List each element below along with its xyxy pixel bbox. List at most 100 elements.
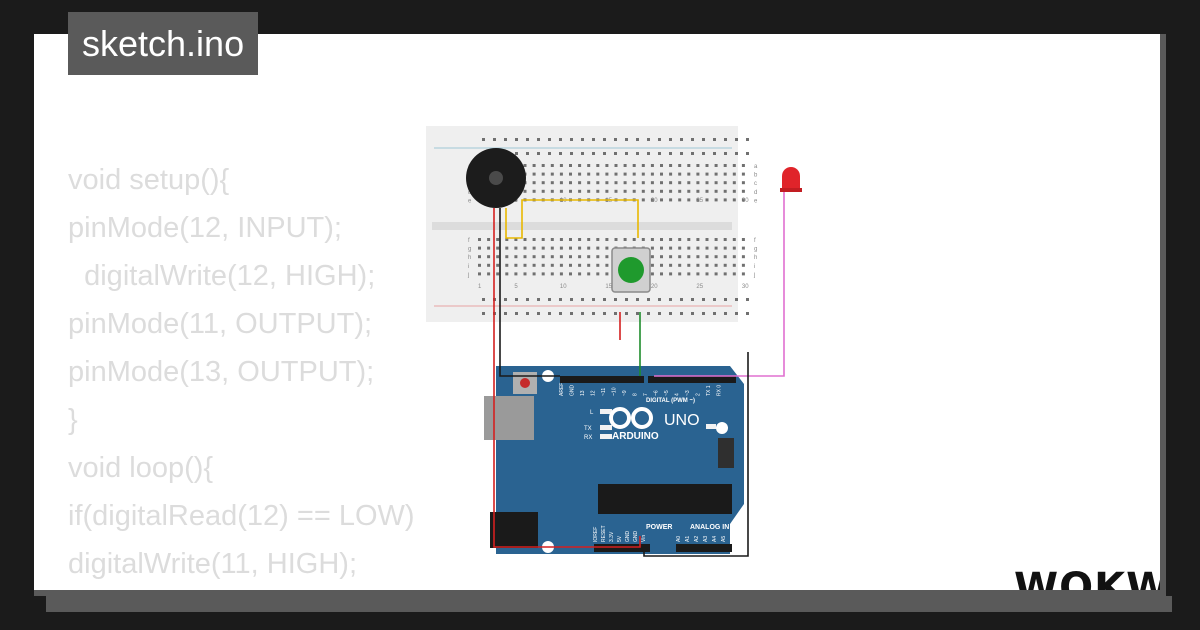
breadboard-hole [723,238,727,241]
breadboard-hole [605,272,609,276]
breadboard-hole [559,272,563,276]
breadboard-hole [578,181,582,185]
breadboard-hole [641,198,645,202]
breadboard-hole [658,312,661,315]
breadboard-hole [541,172,545,176]
breadboard-hole [559,181,563,185]
digital-pin-label: 12 [591,390,597,396]
push-button[interactable] [611,247,651,293]
breadboard-hole [723,263,727,267]
wokwi-logo: WOKWI [1014,565,1166,596]
digital-pin-label: ~11 [601,388,607,396]
row-letter: f [754,238,756,244]
column-number: 25 [696,284,703,290]
buzzer[interactable] [466,148,526,208]
breadboard-hole [614,164,618,167]
breadboard-hole [741,181,745,185]
breadboard-hole [541,164,545,167]
wokwi-logo-text: WOKWI [1014,565,1166,596]
breadboard-hole [569,164,572,167]
breadboard-hole [541,181,545,185]
breadboard-hole [723,272,727,276]
breadboard-hole [680,152,683,155]
breadboard-hole [687,181,691,185]
row-letter: h [468,255,471,261]
breadboard-hole [723,172,727,176]
breadboard-hole [614,238,618,241]
breadboard-hole [596,246,600,250]
power-pin-label: RESET [601,525,607,542]
breadboard-hole [647,312,650,315]
breadboard-hole [532,255,536,259]
red-led[interactable] [780,167,802,192]
microcontroller-chip [598,484,732,514]
code-line: void loop(){ [68,452,214,484]
breadboard-hole [559,189,563,193]
breadboard-hole [650,198,654,202]
breadboard-hole [669,164,673,167]
breadboard-hole [714,181,718,185]
led-body [782,167,800,190]
analog-pin-label: A3 [703,536,709,542]
breadboard-hole [713,312,716,315]
breadboard-hole [603,298,606,301]
breadboard-hole [660,189,663,193]
breadboard-hole [705,198,709,202]
breadboard-hole [541,263,545,267]
breadboard-hole [559,312,562,315]
breadboard-hole [526,152,529,155]
digital-pin-label: ~9 [622,390,628,396]
breadboard-hole [650,255,654,259]
breadboard-hole [605,172,609,176]
breadboard-hole [614,298,617,301]
digital-pin-label: RX 0 [717,385,723,396]
breadboard-hole [660,246,663,250]
board-brand: ARDUINO [612,431,659,442]
row-letter: g [754,247,757,253]
breadboard-hole [514,255,518,259]
breadboard-hole [696,198,700,202]
breadboard-hole [581,298,584,301]
breadboard-hole [592,138,595,141]
breadboard-hole [532,164,536,167]
breadboard-hole [487,272,491,276]
breadboard-hole [605,181,609,185]
wire-yellow [505,199,639,239]
breadboard-hole [596,189,600,193]
breadboard-hole [746,298,749,301]
breadboard-hole [650,238,654,241]
breadboard-hole [625,152,628,155]
breadboard-hole [691,298,694,301]
column-number: 25 [696,198,703,204]
breadboard-hole [687,164,691,167]
reset-button-cap[interactable] [520,378,530,388]
breadboard-hole [548,312,551,315]
row-letter: i [468,264,469,270]
breadboard-hole [514,272,518,276]
digital-pin-label: 7 [643,393,649,396]
breadboard-hole [746,152,749,155]
breadboard-hole [660,198,663,202]
analog-pin-label: A2 [694,536,700,542]
analog-pin-label: A1 [685,536,691,542]
breadboard-hole [596,172,600,176]
breadboard-hole [559,263,563,267]
breadboard-hole [614,312,617,315]
breadboard-hole [603,312,606,315]
breadboard-hole [702,152,705,155]
breadboard-hole [526,298,529,301]
breadboard-hole [705,189,709,193]
breadboard-hole [632,172,636,176]
breadboard-hole [532,272,536,276]
breadboard-hole [650,272,654,276]
breadboard-hole [641,164,645,167]
breadboard-hole [605,189,609,193]
push-button-cap[interactable] [618,257,644,283]
breadboard-hole [496,272,500,276]
breadboard-hole [669,246,673,250]
breadboard-hole [732,198,736,202]
breadboard-hole [678,263,682,267]
breadboard-hole [714,263,718,267]
breadboard-hole [596,263,600,267]
